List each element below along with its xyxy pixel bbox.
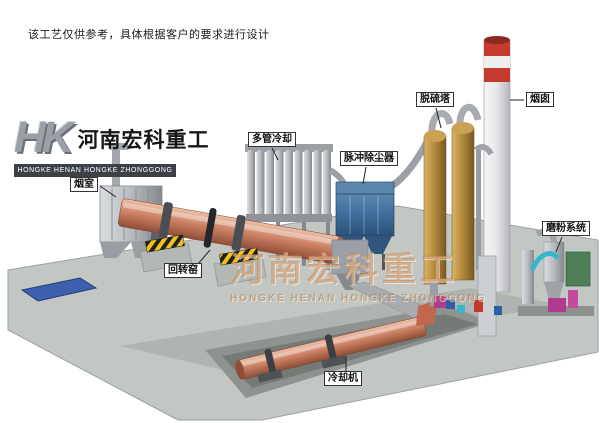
blue-foundation-pad [20, 277, 98, 302]
label-cooling-machine: 冷却机 [324, 371, 362, 386]
duct-to-chimney [473, 144, 494, 156]
bucket-elevator [474, 255, 502, 337]
label-rotary-kiln: 回转窑 [164, 263, 202, 278]
cyan-pipe [529, 251, 560, 272]
desulfurization-towers [389, 104, 494, 285]
cooling-machine [235, 280, 465, 383]
kiln-support-hazard [218, 247, 259, 266]
label-chimney: 烟囱 [526, 92, 554, 107]
grinder-green-unit [565, 251, 591, 287]
label-pulse-dust-collector: 脉冲除尘器 [340, 151, 398, 166]
cooler-tyre [264, 348, 277, 377]
cooler-inlet-chute [416, 300, 438, 326]
label-smoke-chamber: 烟室 [70, 177, 98, 192]
kiln-tyre [231, 214, 246, 251]
label-grinding-system: 磨粉系统 [542, 221, 590, 236]
kiln-tyre [158, 202, 173, 239]
kiln-girth-gear [203, 208, 217, 248]
kiln-head-housing [331, 239, 369, 275]
kiln-support-hazard [144, 234, 185, 253]
company-logo: HK 河南宏科重工 HONGKE HENAN HONGKE ZHONGGONG [14, 113, 209, 177]
chimney [483, 36, 511, 293]
grinding-system [518, 228, 594, 316]
cooler-tyre [324, 334, 337, 362]
label-desulfurization-tower: 脱硫塔 [416, 92, 454, 107]
design-note: 该工艺仅供参考，具体根据客户的要求进行设计 [28, 29, 270, 41]
logo-company-name: 河南宏科重工 [77, 129, 210, 152]
logo-company-name-en: HONGKE HENAN HONGKE ZHONGGONG [14, 164, 176, 177]
rotary-kiln [117, 198, 429, 319]
leader-lines [99, 99, 563, 371]
label-multi-tube-cooler: 多管冷却 [248, 132, 296, 147]
logo-monogram: HK [14, 113, 74, 162]
